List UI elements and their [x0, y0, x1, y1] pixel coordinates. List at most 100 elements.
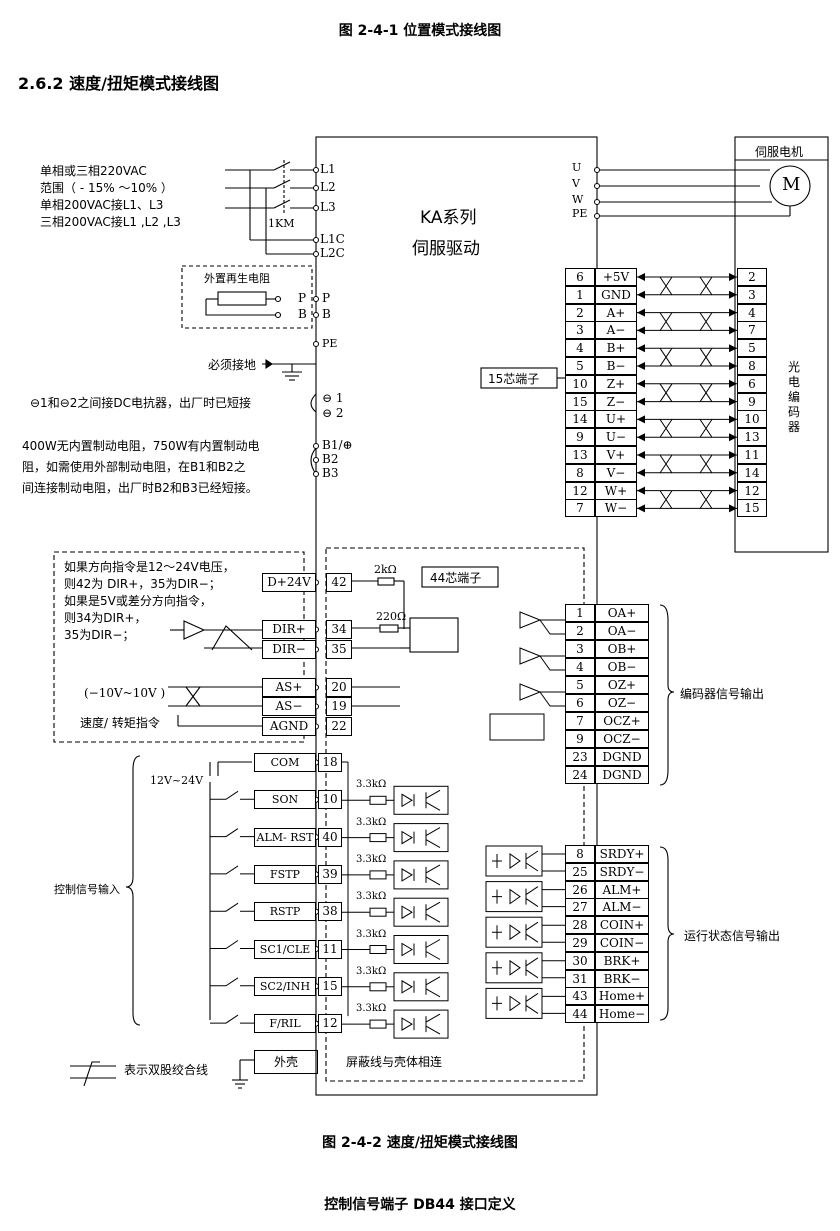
- encoder-arrow: [729, 504, 737, 513]
- twisted-pair-mark: [659, 383, 713, 403]
- encoder-motor-pin: 5: [737, 339, 767, 358]
- enc-out-pin: 1: [565, 604, 595, 622]
- control-terminal-name: SC1/CLE: [254, 939, 316, 959]
- control-terminal-name: SON: [254, 790, 316, 810]
- power-terminal: [313, 251, 319, 257]
- power-terminal: [313, 167, 319, 173]
- control-resistor: [369, 982, 387, 992]
- status-signal: COIN+: [595, 916, 649, 935]
- motor-title: 伺服电机: [755, 145, 804, 159]
- encoder-signal: W+: [595, 481, 637, 500]
- control-switch: [210, 902, 254, 912]
- status-wire: [542, 924, 565, 943]
- encoder-signal: U−: [595, 428, 637, 447]
- encoder-arrow: [729, 397, 737, 406]
- control-terminal-name: SC2/INH: [254, 976, 316, 996]
- enc-out-signal: OZ−: [595, 694, 649, 712]
- dir-note: 如果方向指令是12～24V电压，: [64, 560, 235, 574]
- line-driver-wire: [539, 655, 565, 671]
- pe-terminal: [313, 341, 319, 347]
- encoder-arrow: [729, 308, 737, 317]
- control-resistor: [369, 1019, 387, 1029]
- optocoupler-symbol: [401, 789, 441, 811]
- optocoupler-symbol: [401, 939, 441, 960]
- enc-out-pin: 23: [565, 748, 595, 766]
- resistor-label: 3.3kΩ: [356, 928, 387, 940]
- status-signal: Home+: [595, 987, 649, 1006]
- status-optocoupler-symbol: [492, 886, 539, 908]
- analog-label: 速度/ 转矩指令: [80, 716, 160, 730]
- encoder-pin: 8: [565, 463, 595, 482]
- encoder-arrow: [637, 326, 645, 335]
- resistor-label: 3.3kΩ: [356, 1003, 387, 1015]
- encoder-arrow: [729, 486, 737, 495]
- encoder-arrow: [729, 273, 737, 281]
- twisted-pair-mark: [659, 454, 713, 474]
- status-signal: SRDY−: [595, 862, 649, 881]
- control-terminal-name: FSTP: [254, 864, 316, 884]
- encoder-arrow: [637, 273, 645, 281]
- encoder-arrow: [637, 362, 645, 370]
- r2k-label: 2kΩ: [374, 563, 397, 576]
- r220-label: 220Ω: [376, 610, 407, 623]
- line-driver: [519, 611, 542, 629]
- encoder-pin: 15: [565, 392, 595, 411]
- dir-note: 则42为 DIR+，35为DIR−；: [64, 577, 221, 591]
- connector44-label: 44芯端子: [430, 571, 482, 585]
- control-terminal-pin: 11: [318, 939, 342, 959]
- encoder-pin: 1: [565, 285, 595, 304]
- enc-out-pin: 24: [565, 766, 595, 784]
- control-terminal-pin: 38: [318, 902, 342, 922]
- control-resistor: [369, 945, 387, 954]
- power-pin-label: L3: [320, 200, 336, 214]
- encoder-motor-pin: 14: [737, 463, 767, 482]
- input-terminal-pin: 22: [326, 717, 352, 736]
- control-resistor: [369, 870, 387, 880]
- motor-terminal: [594, 183, 600, 189]
- twisted-pair-mark: [659, 419, 713, 438]
- encoder-arrow: [637, 433, 645, 442]
- encoder-signal: A+: [595, 303, 637, 322]
- encoder-arrow: [729, 344, 737, 353]
- connector44-zone: [325, 547, 585, 1082]
- encoder-pin: 14: [565, 410, 595, 429]
- twisted-pair-mark: [659, 312, 713, 331]
- power-pin-label: L2: [320, 180, 336, 194]
- encoder-arrow: [729, 362, 737, 370]
- encoder-arrow: [637, 397, 645, 406]
- control-switch: [210, 977, 254, 987]
- encoder-pin: 10: [565, 374, 595, 393]
- encoder-arrow: [729, 451, 737, 459]
- enc-out-signal: DGND: [595, 748, 649, 766]
- control-switch: [210, 790, 254, 800]
- enc-out-signal: OCZ−: [595, 730, 649, 748]
- control-terminal-pin: 15: [318, 976, 342, 996]
- enc-out-pin: 6: [565, 694, 595, 712]
- encoder-signal: U+: [595, 410, 637, 429]
- power-pin-label: L1: [320, 162, 336, 176]
- control-terminal-pin: 40: [318, 827, 342, 847]
- regen-pin-label: P: [298, 291, 307, 305]
- control-resistor: [369, 795, 387, 805]
- optocoupler-symbol: [401, 827, 441, 849]
- encoder-pin: 3: [565, 321, 595, 340]
- status-signal: ALM−: [595, 898, 649, 917]
- encoder-motor-pin: 9: [737, 392, 767, 411]
- status-pin: 8: [565, 845, 595, 863]
- encoder-arrow: [729, 468, 737, 477]
- status-pin: 26: [565, 880, 595, 899]
- status-pin: 25: [565, 862, 595, 881]
- encoder-motor-pin: 8: [737, 357, 767, 375]
- encoder-arrow: [729, 415, 737, 424]
- enc-out-signal: OB+: [595, 640, 649, 658]
- connector44-label-box: [421, 566, 499, 588]
- regen-terminal: [313, 312, 319, 318]
- encoder-pin: 13: [565, 446, 595, 464]
- encoder-motor-pin: 15: [737, 499, 767, 518]
- enc-out-signal: OA−: [595, 622, 649, 640]
- brake-pin-label: B2: [322, 452, 339, 466]
- power-note: 三相200VAC接L1 ,L2 ,L3: [40, 215, 181, 229]
- status-pin: 30: [565, 951, 595, 970]
- status-label: 运行状态信号输出: [684, 929, 781, 943]
